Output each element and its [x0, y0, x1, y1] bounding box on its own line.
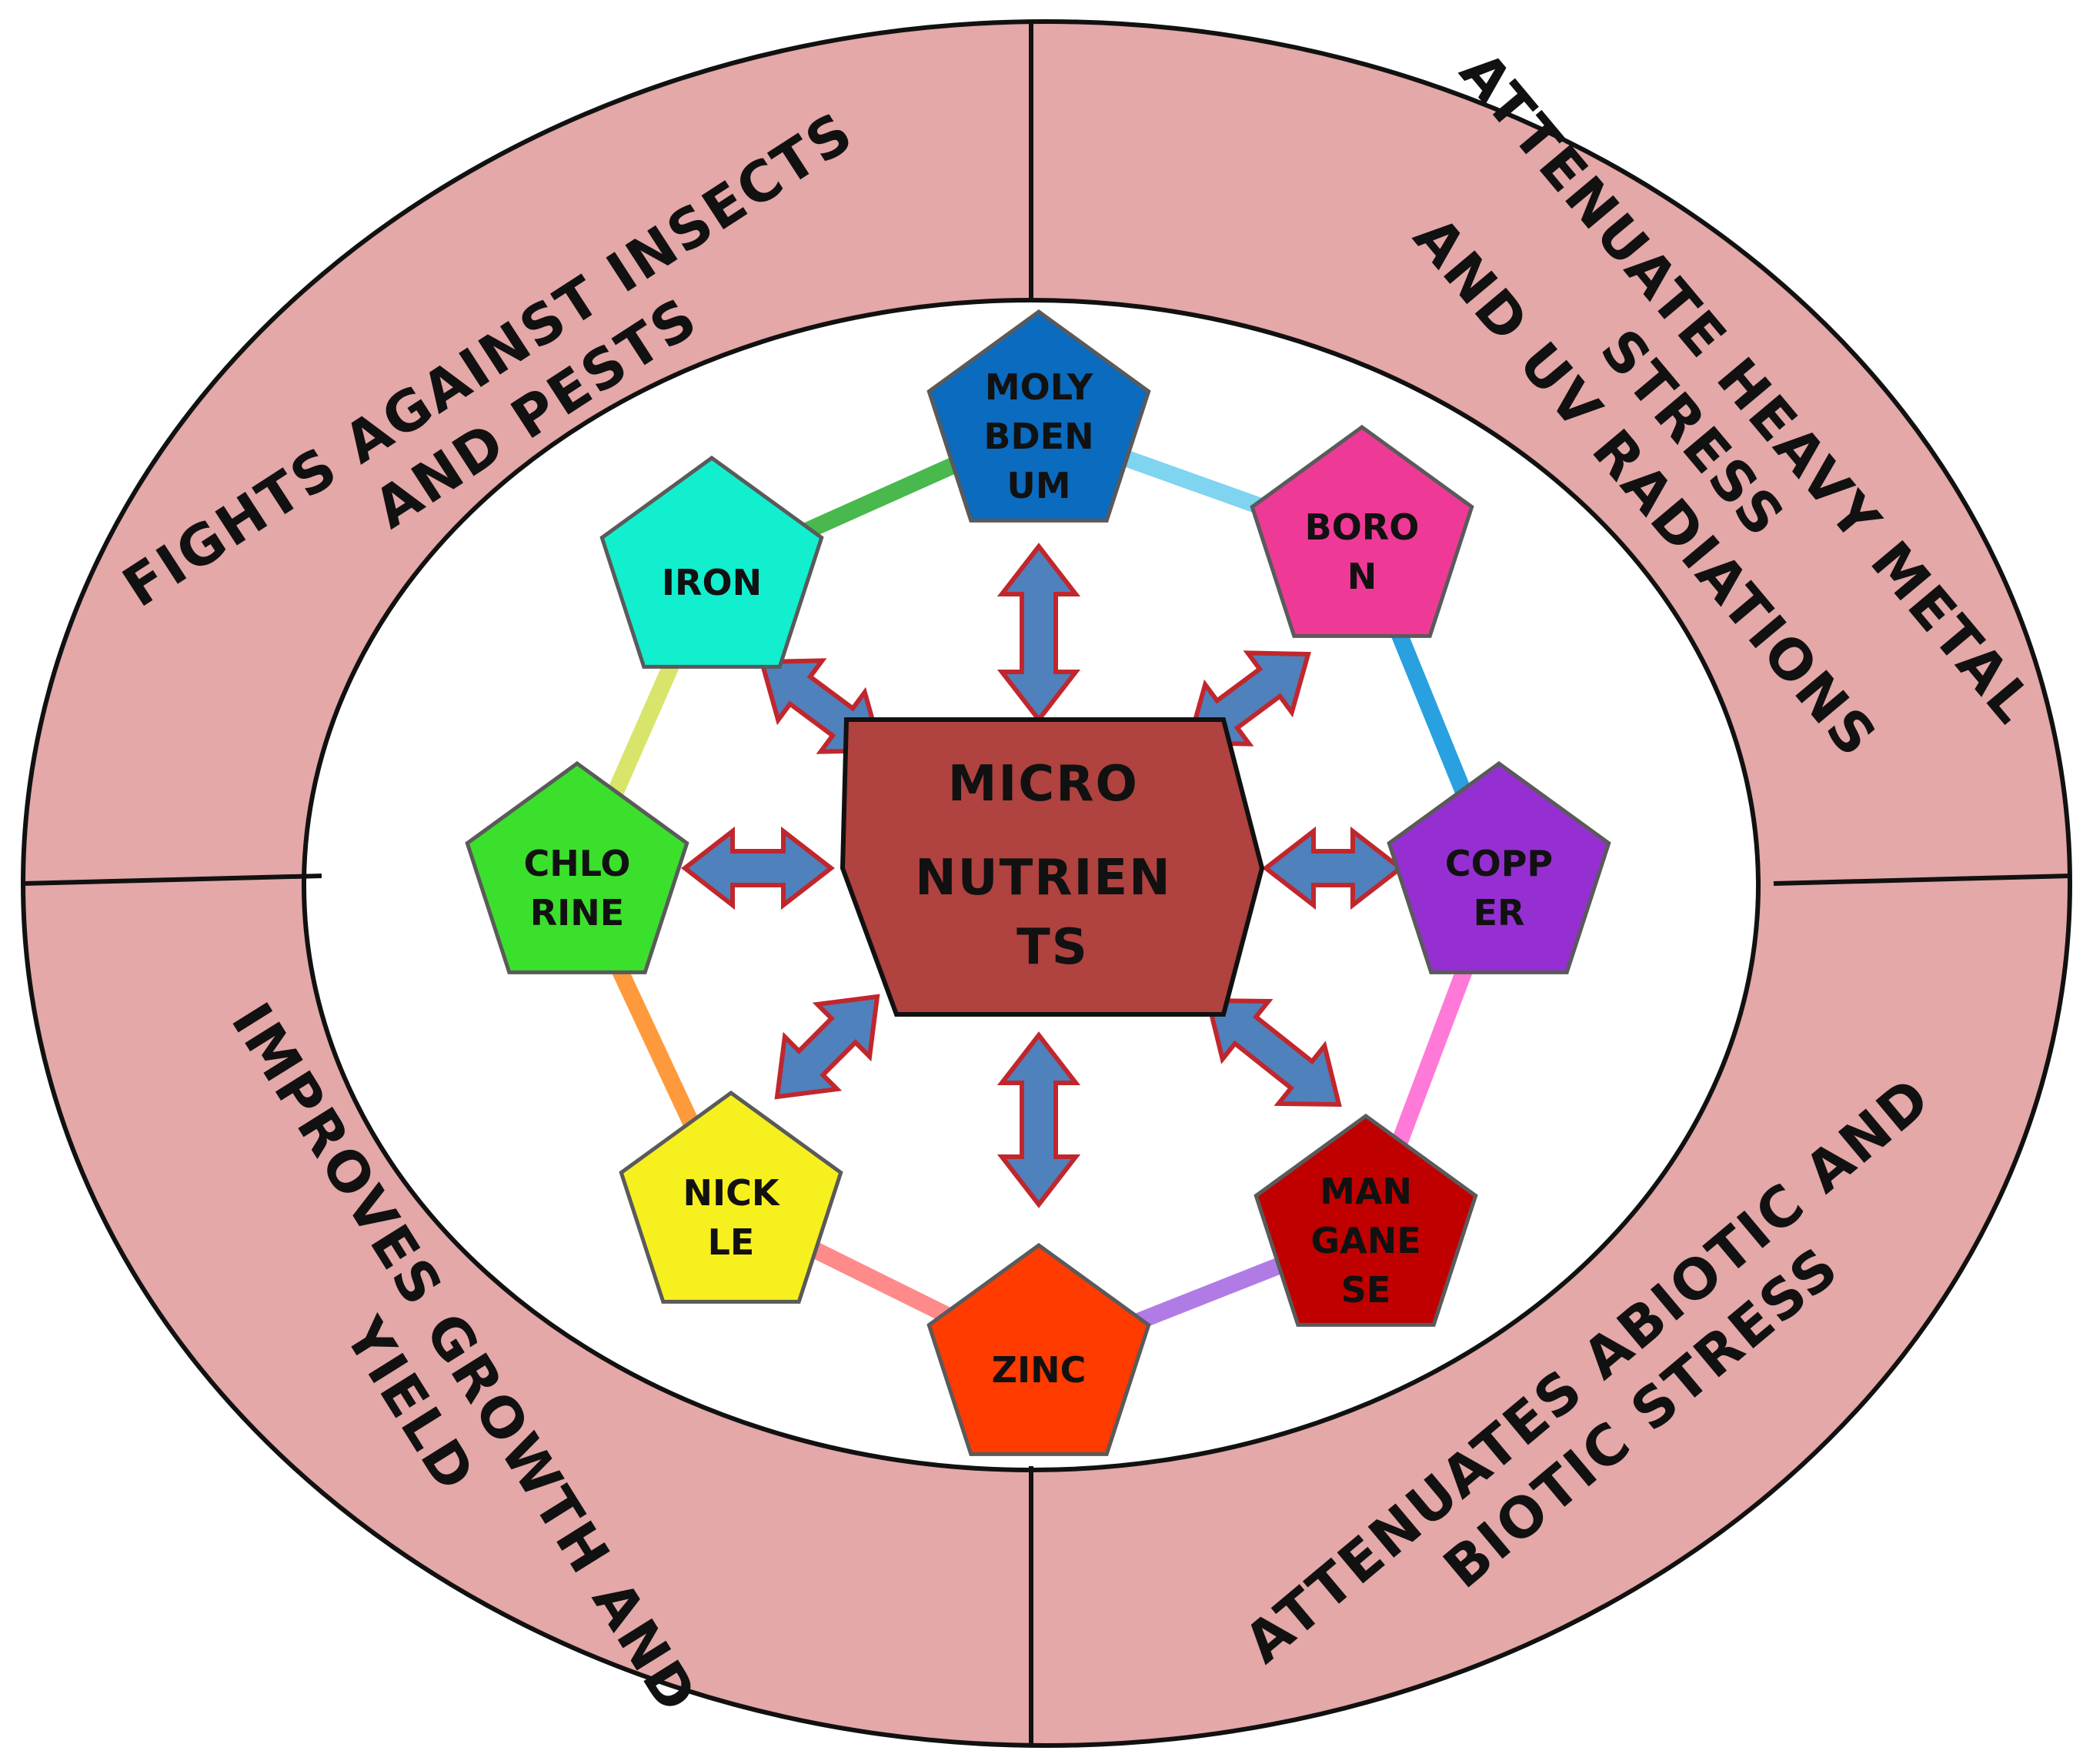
- pentagon-molybdenum: MOLY BDEN UM: [926, 309, 1151, 523]
- iron-label: IRON: [662, 562, 762, 603]
- manganese-label-line: MAN: [1320, 1171, 1412, 1212]
- divider-left: [22, 874, 322, 886]
- copper-label-line: ER: [1474, 892, 1525, 934]
- manganese-shape: [1253, 1113, 1478, 1327]
- zinc-shape: [926, 1242, 1151, 1456]
- pentagon-boron: BORO N: [1250, 424, 1474, 638]
- divider-right: [1773, 874, 2071, 886]
- pentagon-nickle: NICK LE: [619, 1090, 843, 1304]
- pentagon-manganese: MAN GANE SE: [1253, 1113, 1478, 1327]
- manganese-label: MAN GANE SE: [1310, 1171, 1420, 1311]
- nickle-shape: [619, 1090, 843, 1304]
- iron-label-line: IRON: [662, 562, 762, 603]
- ring-dividers: [22, 23, 2071, 1743]
- manganese-label-line: SE: [1341, 1269, 1391, 1311]
- center-hexagon: [840, 717, 1265, 1017]
- chlorine-shape: [465, 760, 689, 974]
- pentagon-iron: IRON: [599, 455, 824, 669]
- chlorine-label-line: CHLO: [523, 843, 630, 884]
- double-arrow: [774, 994, 880, 1100]
- double-arrow: [996, 1031, 1081, 1208]
- copper-label-line: COPP: [1445, 843, 1553, 884]
- boron-shape: [1250, 424, 1474, 638]
- iron-shape: [599, 455, 824, 669]
- zinc-label: ZINC: [992, 1349, 1087, 1391]
- boron-label-line: N: [1347, 556, 1377, 597]
- boron-label: BORO N: [1305, 506, 1420, 597]
- double-arrow: [1205, 997, 1342, 1108]
- copper-shape: [1387, 760, 1611, 974]
- double-arrow: [681, 826, 835, 910]
- pentagon-copper: COPP ER: [1387, 760, 1611, 974]
- manganese-label-line: GANE: [1310, 1220, 1420, 1261]
- nickle-label-line: NICK: [683, 1172, 780, 1214]
- molybdenum-label-line: MOLY: [985, 366, 1093, 408]
- molybdenum-label: MOLY BDEN UM: [983, 366, 1093, 506]
- pentagon-chlorine: CHLO RINE: [465, 760, 689, 974]
- center-hexagon-group: MICRO NUTRIEN TS: [840, 717, 1265, 1017]
- chlorine-label: CHLO RINE: [523, 843, 630, 934]
- copper-label: COPP ER: [1445, 843, 1553, 934]
- nutrient-pentagons: MOLY BDEN UM BORO N COPP ER MAN GANE SE ZINC NICK LE…: [465, 309, 1611, 1456]
- molybdenum-label-line: UM: [1006, 465, 1070, 506]
- nickle-label-line: LE: [708, 1221, 755, 1263]
- pentagon-zinc: ZINC: [926, 1242, 1151, 1456]
- zinc-label-line: ZINC: [992, 1349, 1087, 1391]
- boron-label-line: BORO: [1305, 506, 1420, 548]
- center-label: MICRO NUTRIEN TS: [915, 756, 1190, 976]
- chlorine-label-line: RINE: [530, 892, 624, 934]
- molybdenum-label-line: BDEN: [983, 416, 1093, 457]
- arrows-group: [681, 543, 1404, 1208]
- nickle-label: NICK LE: [683, 1172, 780, 1263]
- molybdenum-shape: [926, 309, 1151, 523]
